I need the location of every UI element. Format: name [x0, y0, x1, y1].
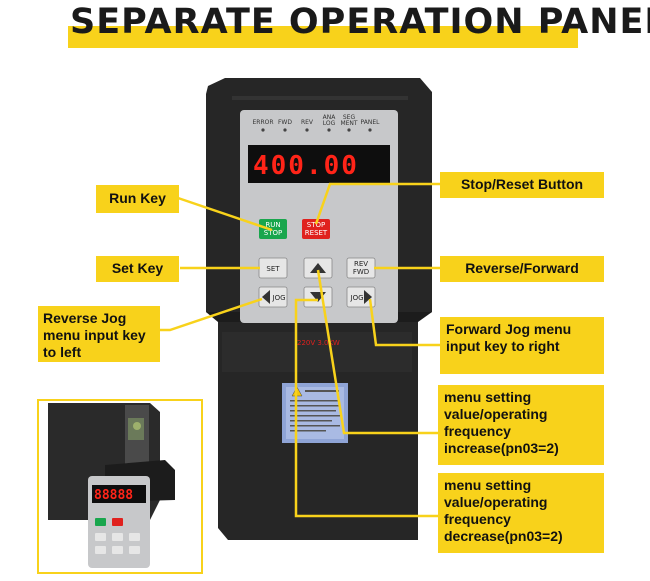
run-stop-key[interactable]: RUN STOP — [259, 219, 287, 239]
callout-reverse-jog: Reverse Jog menu input key to left — [38, 306, 160, 362]
led-display — [248, 145, 390, 183]
callout-reverse-forward: Reverse/Forward — [440, 256, 604, 282]
callout-forward-jog: Forward Jog menu input key to right — [440, 317, 604, 374]
left-arrow-icon — [262, 290, 270, 304]
svg-text:JOG: JOG — [350, 294, 364, 302]
callout-increase: menu setting value/operating frequency i… — [438, 385, 604, 465]
display-readout: 400.00 — [253, 151, 359, 181]
inset-photo: 88888 — [37, 399, 203, 574]
callout-decrease: menu setting value/operating frequency d… — [438, 473, 604, 553]
indicator-label-panel: PANEL — [361, 119, 381, 126]
stop-reset-key[interactable]: STOP RESET — [302, 219, 330, 239]
indicator-led — [305, 128, 309, 132]
callout-run-key: Run Key — [96, 185, 179, 213]
svg-text:RESET: RESET — [305, 229, 328, 237]
page-title: SEPARATE OPERATION PANEL — [70, 2, 650, 42]
indicator-led — [347, 128, 351, 132]
svg-text:FWD: FWD — [353, 268, 369, 276]
rev-fwd-key[interactable]: REV FWD — [346, 257, 376, 279]
callout-lines — [160, 182, 440, 518]
jog-right-key[interactable]: JOG — [346, 286, 376, 308]
svg-text:STOP: STOP — [307, 221, 325, 229]
right-arrow-icon — [364, 290, 372, 304]
up-arrow-icon — [310, 263, 326, 273]
indicator-led — [283, 128, 287, 132]
indicator-label-rev: REV — [301, 119, 314, 126]
indicator-label-fwd: FWD — [278, 119, 292, 126]
inset-readout: 88888 — [94, 488, 133, 503]
inset-display — [92, 485, 146, 503]
svg-text:JOG: JOG — [272, 294, 286, 302]
indicator-led — [261, 128, 265, 132]
svg-text:REV: REV — [354, 260, 368, 268]
set-key[interactable]: SET — [258, 257, 288, 279]
indicator-label-error: ERROR — [252, 119, 273, 126]
indicator-led — [327, 128, 331, 132]
jog-left-key[interactable]: JOG — [258, 286, 288, 308]
title-highlight — [68, 26, 578, 48]
indicator-led — [368, 128, 372, 132]
callout-set-key: Set Key — [96, 256, 179, 282]
up-key[interactable] — [303, 257, 333, 279]
voltage-rating: 220V 3.0KW — [297, 339, 340, 347]
down-key[interactable] — [303, 286, 333, 308]
drive-body-shade — [232, 96, 408, 100]
svg-text:RUN: RUN — [265, 221, 280, 229]
svg-text:SET: SET — [266, 265, 280, 273]
callout-stop-reset: Stop/Reset Button — [440, 172, 604, 198]
svg-text:STOP: STOP — [264, 229, 282, 237]
